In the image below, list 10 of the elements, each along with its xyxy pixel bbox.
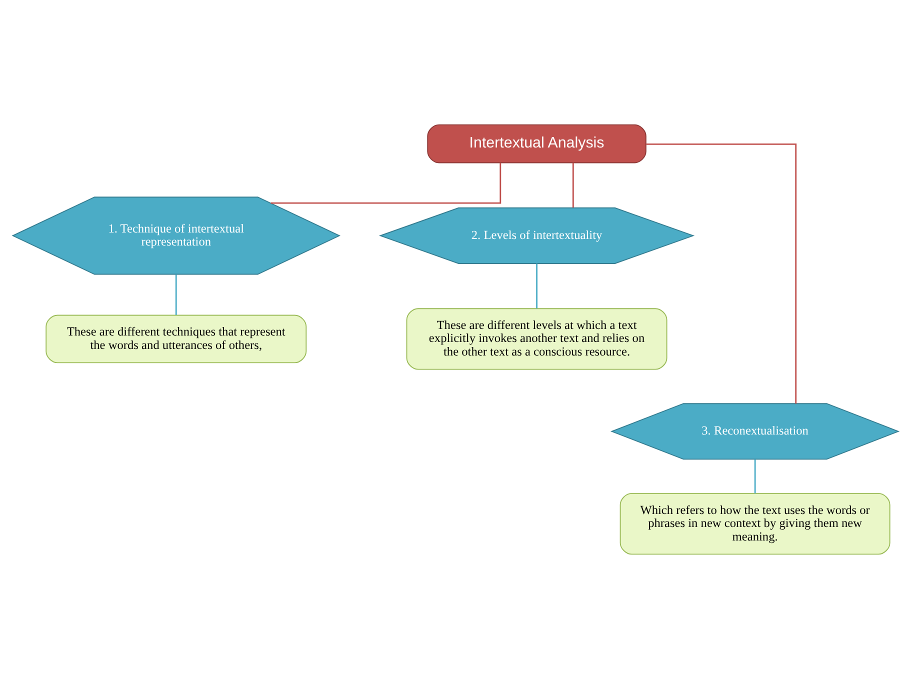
node-box: These are different techniques that represent the words and utterances of others, bbox=[46, 314, 307, 364]
node-box: Intertextual Analysis bbox=[427, 124, 646, 164]
node-box: These are different levels at which a text explicitly invokes another text and relies on the other text as a conscious resource. bbox=[406, 308, 668, 370]
connector bbox=[175, 274, 177, 315]
connector bbox=[572, 162, 574, 208]
connector bbox=[536, 264, 538, 308]
connector bbox=[646, 143, 797, 404]
connector bbox=[270, 162, 502, 204]
node-box: Which refers to how the text uses the words or phrases in new context by giving them new meaning. bbox=[620, 492, 890, 555]
connector bbox=[754, 459, 756, 494]
